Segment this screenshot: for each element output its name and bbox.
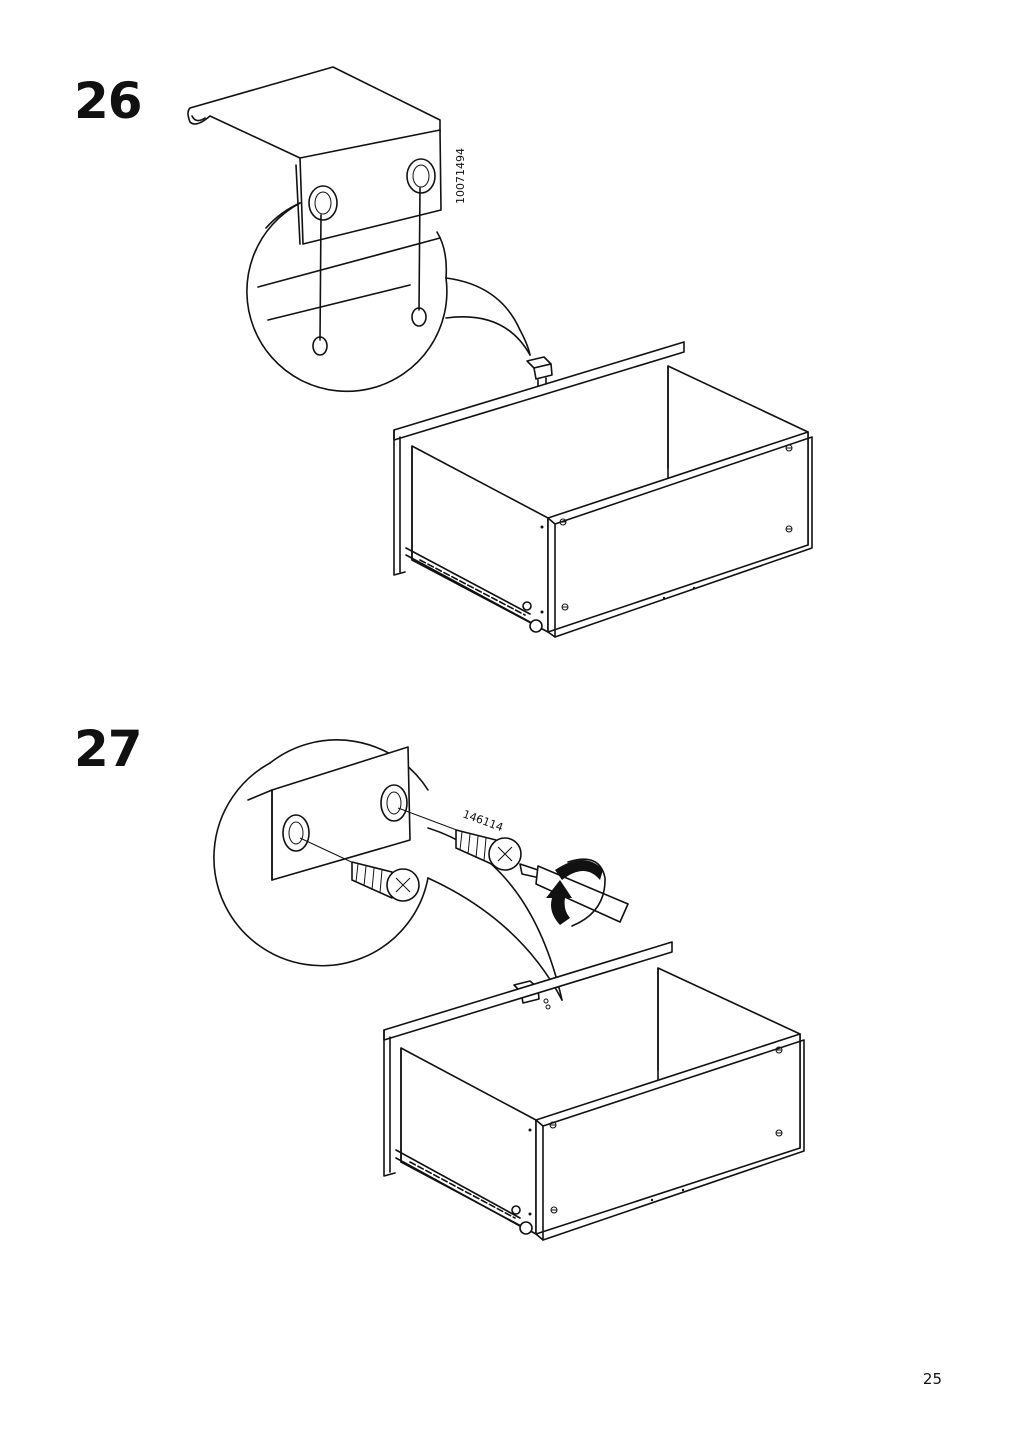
bracket-icon — [187, 66, 442, 245]
screw-icon — [455, 829, 522, 871]
part-number-10071494: 10071494 — [454, 148, 467, 204]
drawer-icon — [383, 941, 805, 1241]
bracket-small-icon — [526, 356, 553, 393]
screw-icon — [351, 861, 420, 902]
step-number-27: 27 — [74, 720, 143, 778]
step-number-26: 26 — [74, 72, 143, 130]
page-number: 25 — [922, 1370, 942, 1388]
part-number-146114: 146114 — [461, 808, 505, 835]
screwdriver-icon — [519, 863, 629, 923]
rotate-arrow-icon — [546, 858, 606, 927]
zoom-callout-icon — [246, 187, 531, 393]
drawer-icon — [393, 341, 813, 638]
zoom-callout-icon — [213, 739, 563, 1001]
